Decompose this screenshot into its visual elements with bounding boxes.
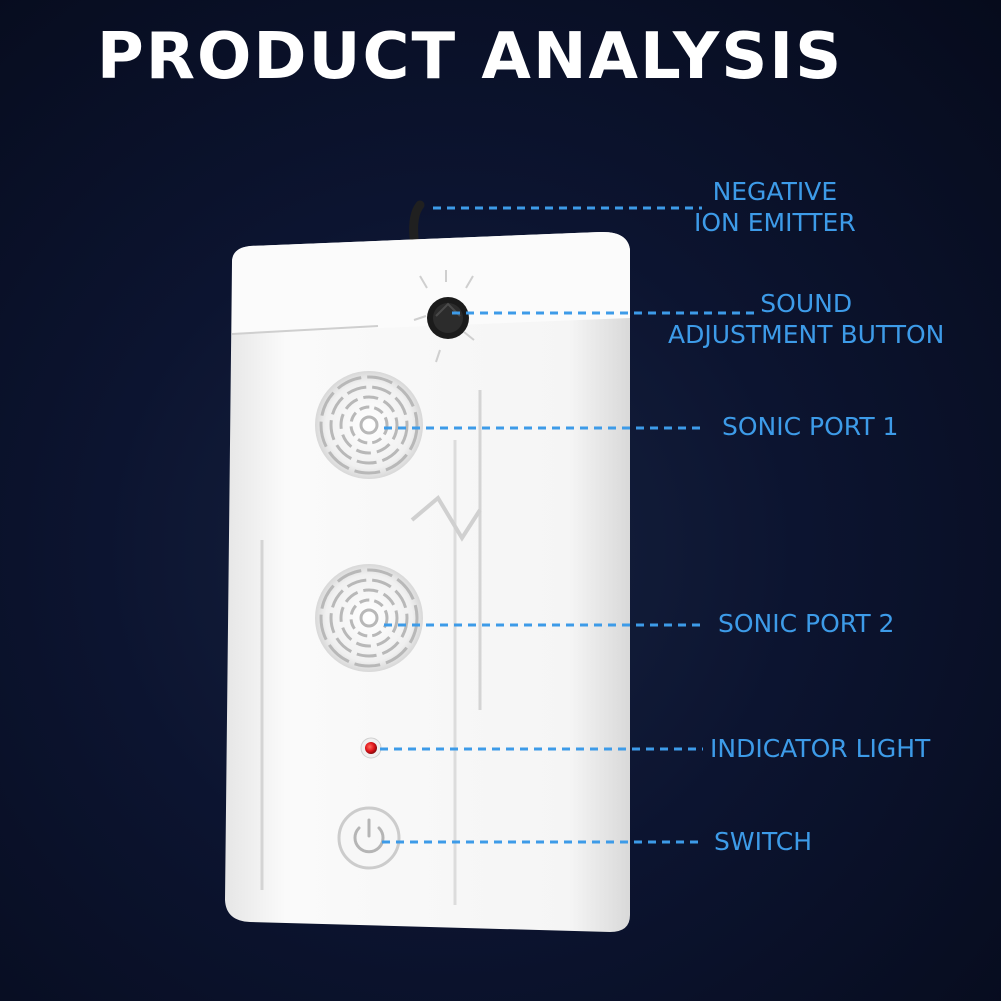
- label-sound-adjustment-button: SOUND ADJUSTMENT BUTTON: [668, 288, 944, 350]
- indicator-light: [360, 737, 382, 759]
- sonic-port-2-grille: [315, 564, 423, 672]
- knob-icon: [413, 270, 475, 363]
- power-icon: [337, 806, 401, 870]
- label-sonic-port-2: SONIC PORT 2: [718, 609, 895, 638]
- label-sound-adjustment-button-line2: ADJUSTMENT BUTTON: [668, 320, 945, 349]
- label-negative-ion-emitter-line1: NEGATIVE: [712, 177, 838, 206]
- label-indicator-light: INDICATOR LIGHT: [710, 734, 931, 763]
- logo-emblem: [410, 494, 482, 542]
- label-negative-ion-emitter: NEGATIVE ION EMITTER: [694, 176, 856, 238]
- device-body: [225, 231, 630, 932]
- page-title: PRODUCT ANALYSIS: [96, 20, 844, 94]
- sonic-port-1-grille: [315, 371, 423, 479]
- label-switch: SWITCH: [714, 827, 813, 856]
- label-negative-ion-emitter-line2: ION EMITTER: [694, 208, 856, 237]
- label-sonic-port-1: SONIC PORT 1: [722, 412, 899, 441]
- ion-emitter-cable: [409, 200, 425, 243]
- label-sound-adjustment-button-line1: SOUND: [760, 289, 853, 318]
